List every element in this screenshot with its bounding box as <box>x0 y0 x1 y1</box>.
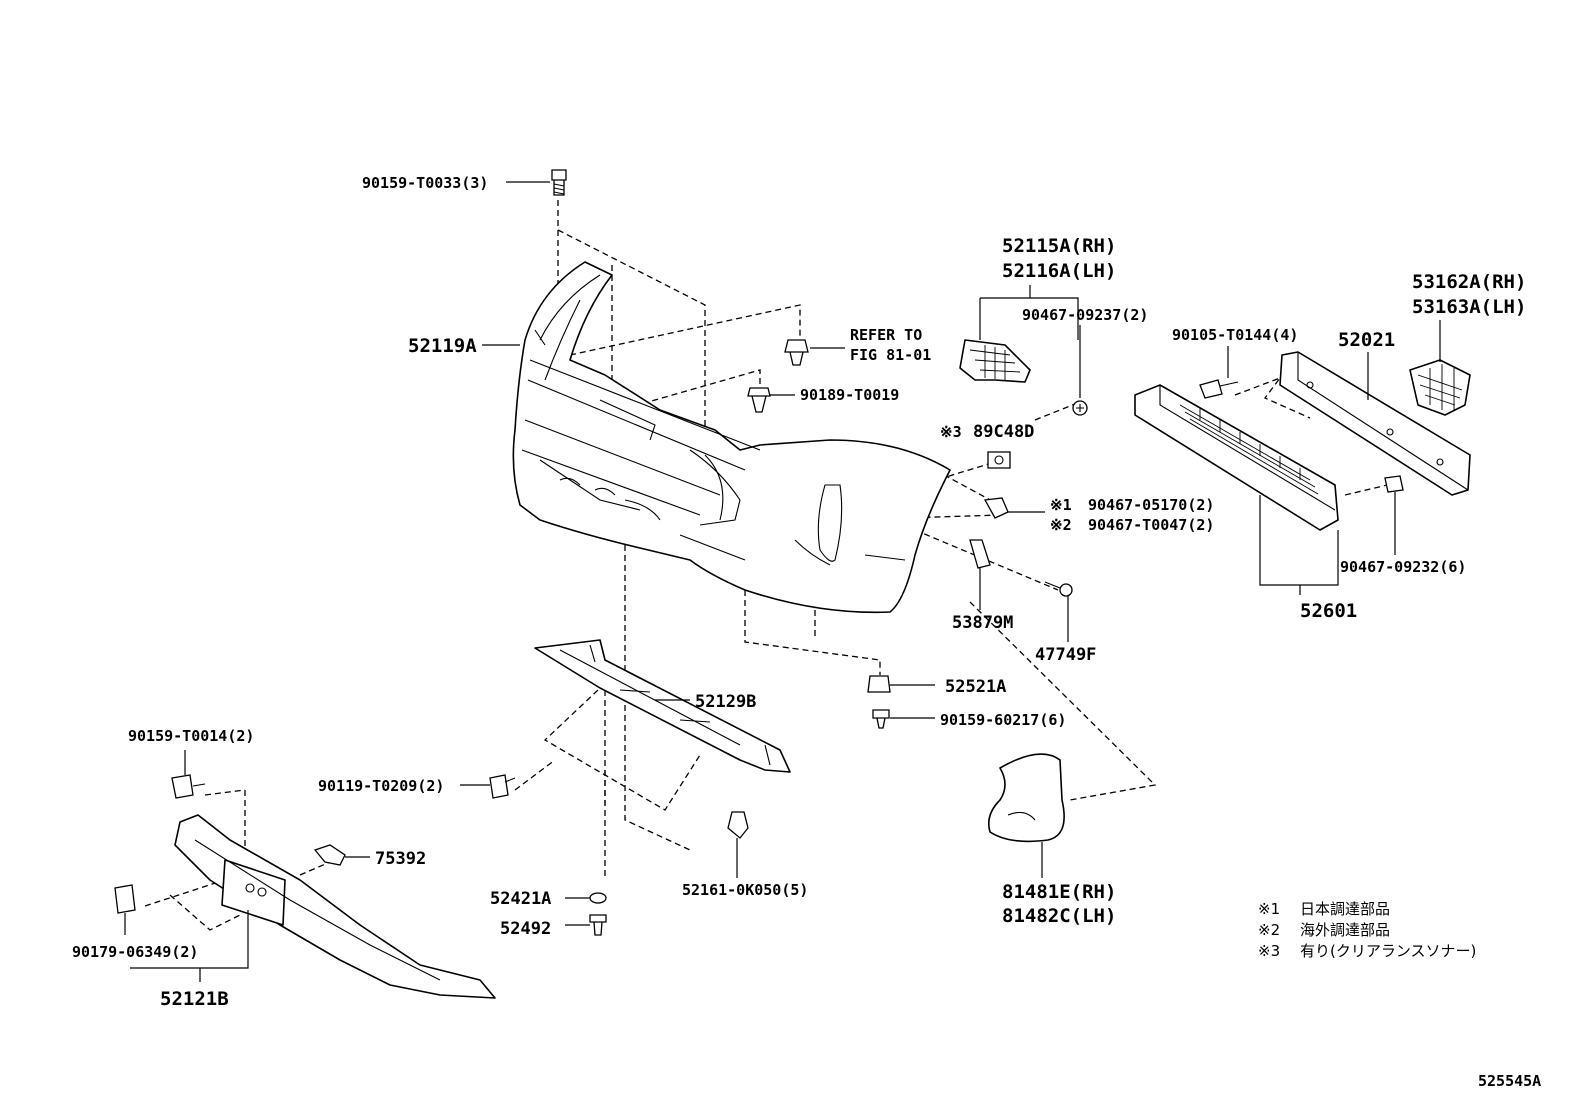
label-note-mark-2: ※2 <box>1050 516 1072 534</box>
label-52521A[interactable]: 52521A <box>945 677 1006 697</box>
label-90119-T0209[interactable]: 90119-T0209(2) <box>318 777 444 795</box>
label-53879M[interactable]: 53879M <box>952 613 1013 633</box>
label-52119A[interactable]: 52119A <box>408 335 477 357</box>
label-90189-T0019[interactable]: 90189-T0019 <box>800 386 899 404</box>
side-bracket-shape <box>1409 359 1471 416</box>
label-81482C[interactable]: 81482C(LH) <box>1002 905 1116 927</box>
label-90159-T0033[interactable]: 90159-T0033(3) <box>362 174 488 192</box>
label-refer-to: REFER TO <box>850 326 922 344</box>
note-2-mark: ※2 <box>1258 921 1280 939</box>
label-52116A[interactable]: 52116A(LH) <box>1002 260 1116 282</box>
label-75392[interactable]: 75392 <box>375 849 426 869</box>
label-90467-T0047[interactable]: 90467-T0047(2) <box>1088 516 1214 534</box>
label-81481E[interactable]: 81481E(RH) <box>1002 881 1116 903</box>
label-53163A[interactable]: 53163A(LH) <box>1412 296 1526 318</box>
side-retainer-shape <box>959 339 1031 383</box>
label-90467-05170[interactable]: 90467-05170(2) <box>1088 496 1214 514</box>
note-1-text: 日本調達部品 <box>1300 900 1390 918</box>
label-refer-fig[interactable]: FIG 81-01 <box>850 346 931 364</box>
label-52115A[interactable]: 52115A(RH) <box>1002 235 1116 257</box>
leader-lines <box>124 181 1441 982</box>
legend-notes: ※1 日本調達部品 ※2 海外調達部品 ※3 有り(クリアランスソナー) <box>1258 900 1476 960</box>
label-52601[interactable]: 52601 <box>1300 600 1357 622</box>
label-90105-T0144[interactable]: 90105-T0144(4) <box>1172 326 1298 344</box>
absorber-shape <box>1134 384 1339 531</box>
label-52161-0K050[interactable]: 52161-0K050(5) <box>682 881 808 899</box>
label-52421A[interactable]: 52421A <box>490 889 551 909</box>
label-89C48D[interactable]: 89C48D <box>973 422 1034 442</box>
note-3-mark: ※3 <box>1258 942 1280 960</box>
label-52121B[interactable]: 52121B <box>160 988 229 1010</box>
fasteners <box>114 169 1404 936</box>
label-47749F[interactable]: 47749F <box>1035 645 1096 665</box>
label-90467-09232[interactable]: 90467-09232(6) <box>1340 558 1466 576</box>
diagram-code: 525545A <box>1478 1072 1541 1090</box>
lower-panel-shape <box>174 814 496 999</box>
label-90467-09237[interactable]: 90467-09237(2) <box>1022 306 1148 324</box>
bumper-cover-shape <box>512 261 951 614</box>
mudguard-shape <box>987 753 1065 843</box>
label-note-mark-1: ※1 <box>1050 496 1072 514</box>
label-90159-T0014[interactable]: 90159-T0014(2) <box>128 727 254 745</box>
label-52021[interactable]: 52021 <box>1338 329 1395 351</box>
label-note-mark-3: ※3 <box>940 423 962 441</box>
note-1-mark: ※1 <box>1258 900 1280 918</box>
label-53162A[interactable]: 53162A(RH) <box>1412 271 1526 293</box>
label-52129B[interactable]: 52129B <box>695 692 756 712</box>
note-2-text: 海外調達部品 <box>1300 921 1390 939</box>
note-3-text: 有り(クリアランスソナー) <box>1300 942 1476 960</box>
part-labels: 90159-T0033(3) 52119A REFER TO FIG 81-01… <box>72 174 1526 1010</box>
reinforcement-shape <box>1279 351 1471 496</box>
label-90179-06349[interactable]: 90179-06349(2) <box>72 943 198 961</box>
label-52492[interactable]: 52492 <box>500 919 551 939</box>
lower-retainer-shape <box>534 639 791 773</box>
label-90159-60217[interactable]: 90159-60217(6) <box>940 711 1066 729</box>
